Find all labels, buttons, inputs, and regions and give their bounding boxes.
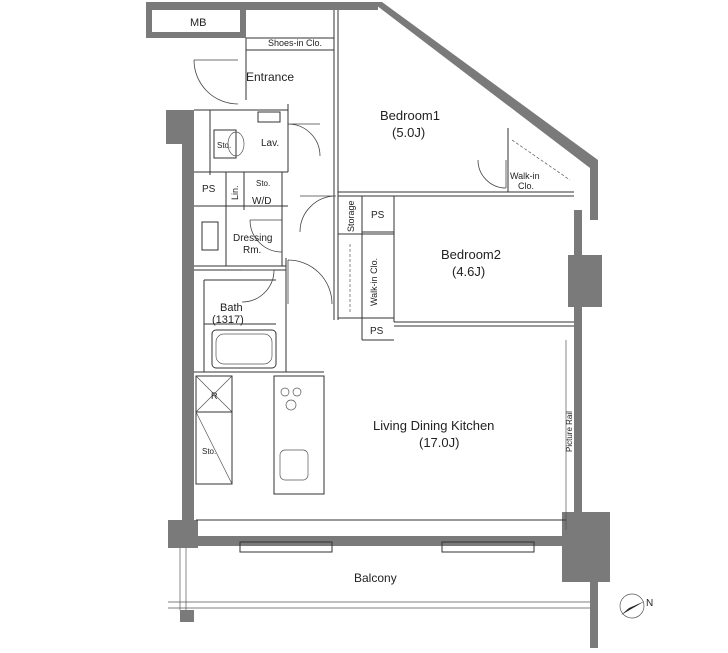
- label-sto-small: Sto.: [217, 141, 231, 150]
- label-storage: Storage: [346, 200, 356, 232]
- label-picture-rail: Picture Rail: [565, 411, 574, 452]
- label-walkin1-b: Clo.: [518, 181, 534, 191]
- label-bath-size: (1317): [212, 314, 244, 326]
- label-lav: Lav.: [261, 138, 279, 149]
- fixtures: [195, 111, 571, 495]
- label-ldk-size: (17.0J): [419, 435, 459, 450]
- label-walkin1-a: Walk-in: [510, 171, 540, 181]
- label-sto-wd: Sto.: [256, 179, 270, 188]
- label-entrance: Entrance: [246, 70, 294, 84]
- compass-north-label: N: [646, 598, 653, 609]
- label-bedroom1-size: (5.0J): [392, 125, 425, 140]
- partitions: [194, 10, 574, 530]
- label-balcony: Balcony: [354, 571, 397, 585]
- label-ps-2: PS: [371, 210, 385, 221]
- windows: [168, 541, 590, 622]
- compass: N: [619, 593, 653, 619]
- label-ps-3: PS: [370, 326, 384, 337]
- label-walkin2: Walk-in Clo.: [369, 258, 379, 306]
- label-ps-1: PS: [202, 184, 216, 195]
- label-sto-kitchen: Sto.: [202, 447, 216, 456]
- label-dressing-b: Rm.: [243, 245, 261, 256]
- label-linen: Lin.: [230, 185, 240, 200]
- label-ldk-name: Living Dining Kitchen: [373, 418, 494, 433]
- exterior-walls: [146, 2, 610, 648]
- label-refrigerator: R: [211, 391, 218, 401]
- label-shoes-closet: Shoes-in Clo.: [268, 38, 322, 48]
- label-bedroom2-name: Bedroom2: [441, 247, 501, 262]
- label-dressing-a: Dressing: [233, 233, 272, 244]
- label-bath-name: Bath: [220, 302, 243, 314]
- room-labels: MB Shoes-in Clo. Entrance Bedroom1 (5.0J…: [190, 17, 574, 585]
- doors: [193, 59, 507, 305]
- label-bedroom2-size: (4.6J): [452, 264, 485, 279]
- label-bedroom1-name: Bedroom1: [380, 108, 440, 123]
- label-wd: W/D: [252, 196, 271, 207]
- label-mb: MB: [190, 17, 207, 29]
